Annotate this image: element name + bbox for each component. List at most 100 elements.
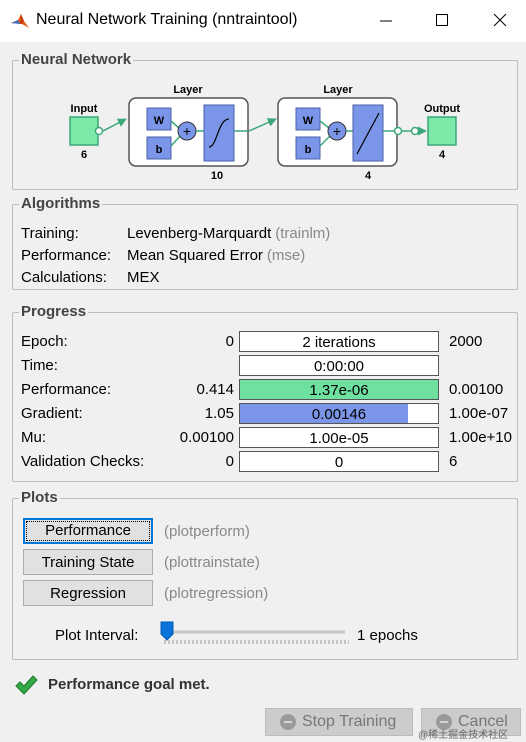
progress-current: 1.37e-06	[309, 382, 369, 399]
title-bar: Neural Network Training (nntraintool)	[0, 0, 526, 42]
layer1-weight	[146, 107, 172, 131]
layer2-label: Layer	[323, 84, 353, 96]
progress-label: Mu:	[21, 429, 47, 446]
stop-training-button[interactable]: Stop Training	[265, 708, 413, 736]
progress-panel: Progress Epoch: 0 2 iterations 2000 Time…	[12, 303, 518, 482]
plot-regression-button[interactable]: Regression	[23, 580, 153, 606]
algorithm-row: Training:Levenberg-Marquardt(trainlm)	[21, 225, 330, 242]
progress-start: 0	[225, 333, 234, 350]
layer2-weight-label: W	[303, 115, 314, 127]
progress-end: 6	[449, 453, 458, 470]
plot-regression-note: (plotregression)	[164, 585, 269, 602]
output-label: Output	[424, 103, 460, 115]
plot-training-state-note: (plottrainstate)	[164, 554, 260, 571]
plots-panel: Plots Performance (plotperform) Training…	[12, 489, 518, 660]
algorithm-row: Performance: Mean Squared Error(mse)	[21, 247, 305, 264]
status-text: Performance goal met.	[48, 676, 210, 693]
progress-current: 1.00e-05	[309, 430, 369, 447]
checkmark-icon	[15, 675, 38, 695]
plot-interval-slider[interactable]	[159, 620, 349, 646]
plot-button-label: Regression	[50, 584, 126, 602]
neural-network-title: Neural Network	[19, 51, 134, 68]
plot-interval-value: 1 epochs	[357, 627, 418, 644]
layer1-bias	[146, 136, 172, 160]
plots-title: Plots	[19, 489, 60, 506]
algorithm-label: Performance:	[21, 247, 112, 264]
algorithm-value: Mean Squared Error	[127, 247, 263, 264]
watermark: @稀土掘金技术社区	[418, 730, 509, 741]
progress-start: 0.414	[196, 381, 234, 398]
output-box	[427, 116, 457, 146]
layer2-weight	[295, 107, 321, 131]
progress-bar: 1.37e-06	[239, 379, 439, 400]
progress-end: 0.00100	[449, 381, 504, 398]
progress-label: Validation Checks:	[21, 453, 145, 470]
algorithms-title: Algorithms	[19, 195, 103, 212]
progress-label: Gradient:	[21, 405, 83, 422]
progress-bar: 0:00:00	[239, 355, 439, 376]
layer1-weight-label: W	[154, 115, 165, 127]
progress-bar: 0.00146	[239, 403, 439, 424]
plot-performance-note: (plotperform)	[164, 523, 250, 540]
progress-start: 0.00100	[179, 429, 234, 446]
progress-title: Progress	[19, 303, 89, 320]
progress-row-validation: Validation Checks: 0 0 6	[21, 451, 511, 473]
progress-current: 0:00:00	[313, 358, 365, 375]
network-diagram: Input 6 Layer W b + 10 Layer W b +	[69, 84, 460, 182]
plot-button-label: Performance	[26, 521, 150, 541]
progress-end: 2000	[449, 333, 483, 350]
cancel-button[interactable]: Cancel	[421, 708, 521, 736]
minimize-icon	[380, 20, 392, 22]
progress-start: 1.05	[204, 405, 234, 422]
progress-current: 0	[334, 454, 344, 471]
output-size: 4	[439, 149, 446, 161]
input-label: Input	[71, 103, 98, 115]
stop-training-label: Stop Training	[302, 713, 397, 730]
input-box	[69, 116, 99, 146]
algorithm-note: (mse)	[266, 247, 306, 264]
progress-label: Epoch:	[21, 333, 68, 350]
algorithms-panel: Algorithms Training: Levenberg-Marquardt (…	[12, 195, 518, 290]
layer2-bias-label: b	[305, 144, 312, 156]
input-size: 6	[81, 149, 87, 161]
algorithm-value: MEX	[127, 269, 160, 286]
layer1-transfer	[203, 104, 235, 162]
window-title: Neural Network Training (nntraintool)	[36, 11, 298, 28]
close-button[interactable]	[490, 10, 510, 30]
close-icon	[493, 13, 507, 27]
algorithm-value: Levenberg-Marquardt	[127, 225, 272, 242]
progress-start: 0	[225, 453, 234, 470]
progress-bar: 1.00e-05	[239, 427, 439, 448]
neural-network-panel: Neural Network Input 6 Layer W b + 10 La…	[12, 51, 518, 190]
cancel-icon	[436, 714, 452, 730]
svg-text:+: +	[333, 123, 341, 139]
layer2-bias	[295, 136, 321, 160]
progress-row-performance: Performance: 0.414 1.37e-06 0.00100	[21, 379, 511, 401]
plot-button-label: Training State	[41, 553, 135, 571]
progress-bar: 2 iterations	[239, 331, 439, 352]
progress-row-gradient: Gradient: 1.05 0.00146 1.00e-07	[21, 403, 511, 425]
algorithm-label: Training:	[21, 225, 79, 242]
progress-row-mu: Mu: 0.00100 1.00e-05 1.00e+10	[21, 427, 512, 449]
layer2-size: 4	[365, 170, 372, 182]
layer1-size: 10	[211, 170, 223, 182]
algorithm-label: Calculations:	[21, 269, 107, 286]
progress-current: 2 iterations	[302, 334, 376, 351]
progress-label: Performance:	[21, 381, 112, 398]
progress-row-epoch: Epoch: 0 2 iterations 2000	[21, 331, 511, 353]
algorithm-row: Calculations: MEX	[21, 269, 164, 286]
cancel-label: Cancel	[458, 713, 508, 730]
progress-label: Time:	[21, 357, 58, 374]
progress-current: 0.00146	[311, 406, 367, 423]
plot-training-state-button[interactable]: Training State	[23, 549, 153, 575]
progress-bar: 0	[239, 451, 439, 472]
maximize-icon	[436, 14, 448, 26]
progress-end: 1.00e+10	[449, 429, 512, 446]
plot-performance-button[interactable]: Performance	[23, 518, 153, 544]
minimize-button[interactable]	[376, 10, 396, 30]
stop-icon	[280, 714, 296, 730]
progress-end: 1.00e-07	[449, 405, 509, 422]
slider-thumb[interactable]	[160, 621, 174, 641]
layer1-bias-label: b	[156, 144, 163, 156]
maximize-button[interactable]	[432, 10, 452, 30]
